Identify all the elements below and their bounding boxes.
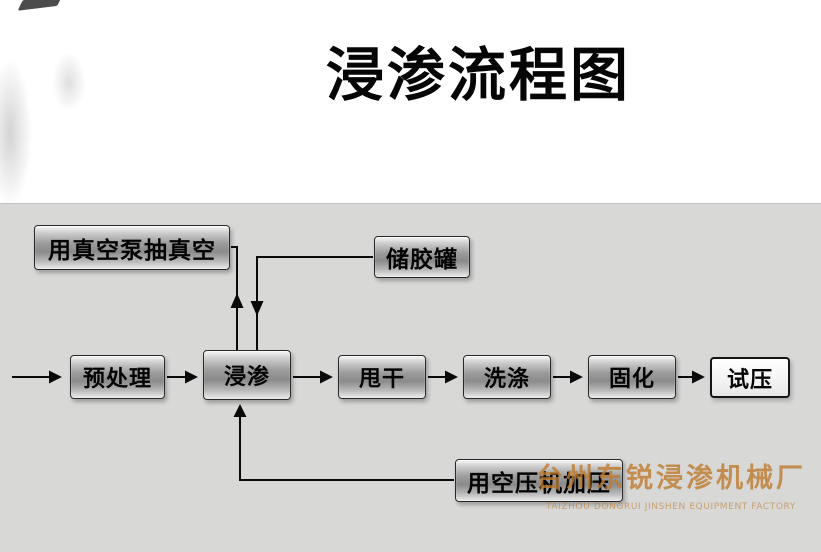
box-washing: 洗涤 [463,355,551,399]
scan-artifact [17,0,63,11]
page-title: 浸渗流程图 [326,41,632,109]
box-spin-dry: 甩干 [338,355,426,399]
box-pressure-test: 试压 [710,357,790,398]
box-curing: 固化 [588,355,676,399]
watermark-company-cn: 台州东锐浸渗机械厂 [536,463,806,494]
box-impregnation: 浸渗 [203,350,291,400]
box-pretreatment: 预处理 [70,355,165,399]
box-air-compressor: 用空压机加压 [455,459,623,502]
box-vacuum-pump: 用真空泵抽真空 [34,225,230,270]
watermark-company-en: TAIZHOU DONGRUI JINSHEN EQUIPMENT FACTOR… [546,502,796,512]
box-glue-tank: 储胶罐 [374,236,470,278]
scan-artifact [52,52,86,112]
scan-artifact [0,58,32,208]
